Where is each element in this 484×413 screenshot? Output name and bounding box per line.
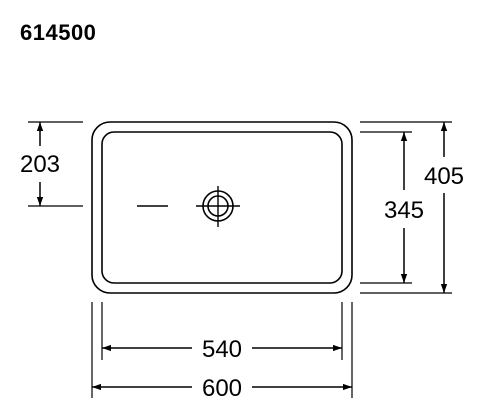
dimension-label-drain-offset: 203 [20,151,60,178]
dimension-label-inner-width: 540 [202,336,242,363]
basin-inner-outline [101,131,343,284]
dimension-label-outer-depth: 405 [424,163,464,190]
dimension-label-outer-width: 600 [202,375,242,402]
drain-icon [202,190,234,222]
dimension-label-inner-depth: 345 [384,197,424,224]
model-number-title: 614500 [20,20,97,45]
basin-outer-outline [91,121,353,294]
